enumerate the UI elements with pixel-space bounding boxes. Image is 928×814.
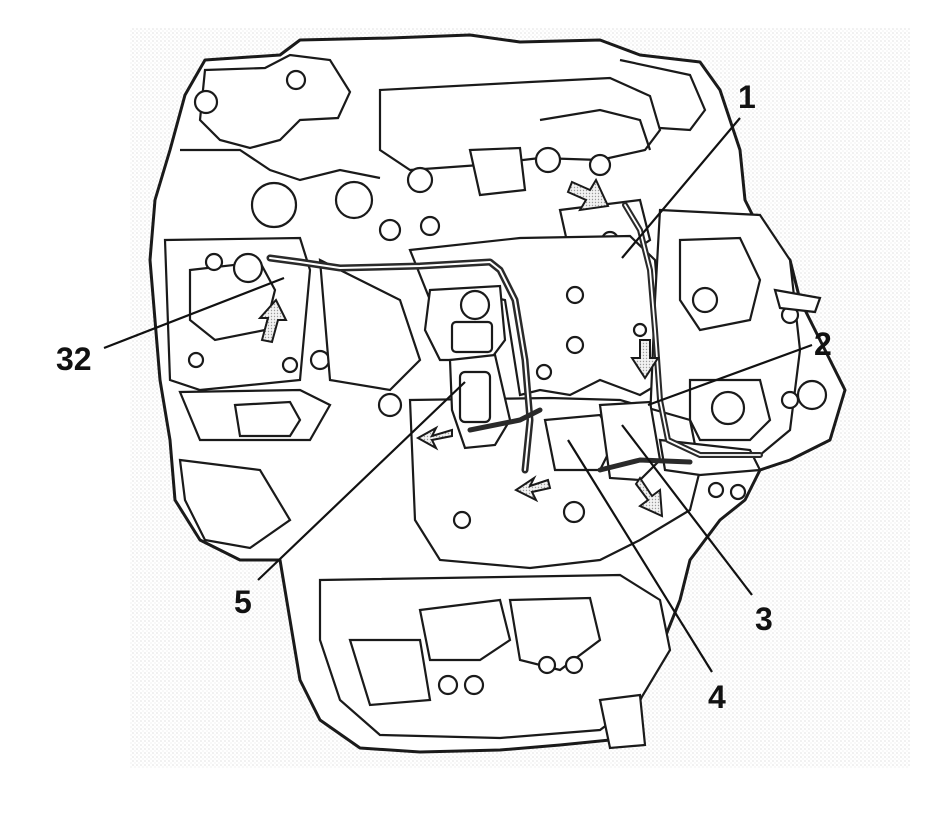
leader-line-5	[257, 381, 466, 581]
callout-label-1: 1	[738, 79, 756, 115]
left-solenoid-block	[163, 236, 422, 550]
leader-lines	[103, 117, 813, 673]
bottom-pan-region	[318, 573, 672, 750]
arrow-lower-right	[634, 476, 664, 518]
callout-label-32: 32	[56, 341, 92, 377]
wiring-harness	[266, 202, 763, 474]
leader-line-2	[647, 343, 813, 407]
leader-line-3	[621, 424, 753, 596]
callout-labels: 1 2 3 4 5 32	[56, 79, 832, 715]
callout-label-5: 5	[234, 584, 252, 620]
directional-arrows	[257, 177, 664, 518]
callout-label-3: 3	[755, 601, 773, 637]
leader-line-1	[621, 117, 741, 259]
leader-line-4	[567, 439, 713, 673]
leader-line-32	[103, 276, 285, 350]
lower-solenoid-region	[408, 353, 762, 570]
arrow-lower-center	[514, 475, 552, 503]
callout-label-4: 4	[708, 679, 726, 715]
arrow-upper-right	[566, 177, 610, 212]
arrow-right-down	[630, 339, 660, 380]
center-valve-plate	[408, 234, 667, 397]
arrow-center-left	[415, 425, 453, 451]
arrow-left-solenoid	[257, 298, 288, 344]
callout-label-2: 2	[814, 326, 832, 362]
